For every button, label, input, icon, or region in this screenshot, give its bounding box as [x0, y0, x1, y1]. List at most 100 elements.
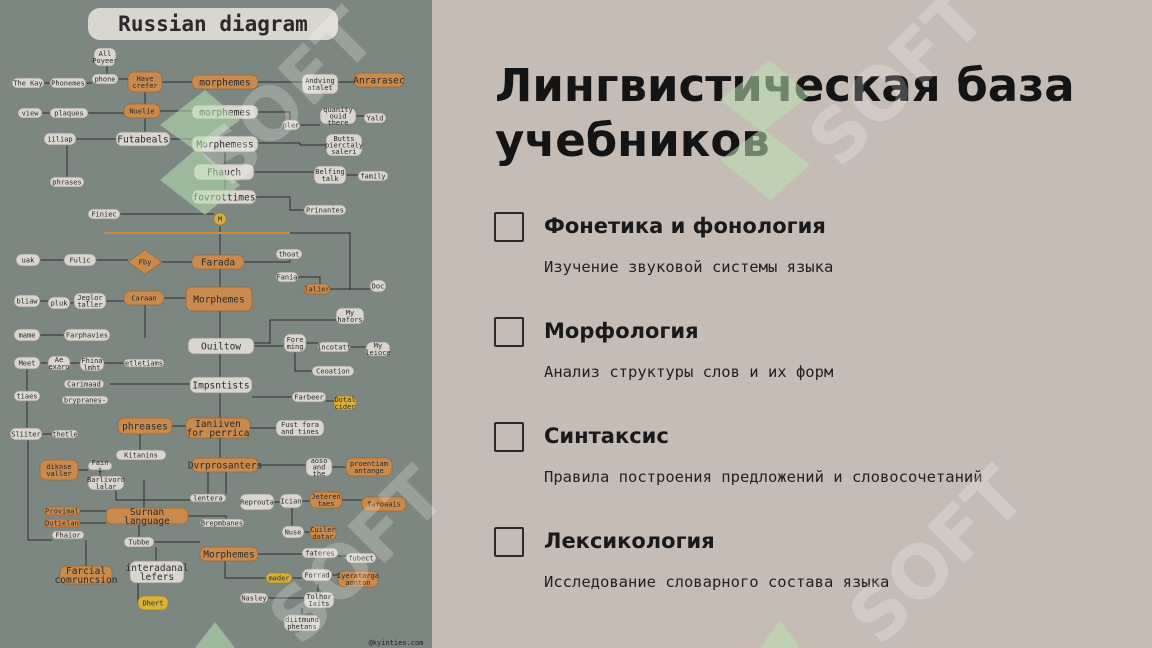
- diagram-node-dutielan: Dutielan: [43, 518, 81, 527]
- diagram-node-fby: Fby: [127, 249, 163, 275]
- diagram-node-label: M: [218, 215, 222, 223]
- diagram-node-label: fovrottimes: [193, 192, 256, 203]
- diagram-node-fhauch: Fhauch: [193, 163, 255, 181]
- diagram-node-label: Doc: [372, 282, 385, 290]
- diagram-node-label: iiliap: [47, 135, 72, 143]
- diagram-node-label: uak: [22, 256, 35, 264]
- diagram-node-ician: Ician: [279, 493, 303, 509]
- slide-title: Лингвистическая база учебников: [495, 59, 1075, 167]
- diagram-node-tiaes: tiaes: [13, 390, 41, 402]
- checkbox-icon: [494, 527, 524, 557]
- diagram-title-banner: [88, 8, 338, 40]
- diagram-node-farbeer: Farbeer: [291, 391, 327, 403]
- diagram-node-lalier: lalier: [303, 283, 331, 295]
- diagram-node-morphemes: Morphemes: [185, 286, 253, 312]
- diagram-connector: [256, 196, 304, 211]
- diagram-node-label: family: [360, 172, 385, 180]
- diagram-node-dvrprosanters: Dvrprosanters: [188, 457, 262, 473]
- diagram-node-label: thetle: [52, 430, 77, 438]
- diagram-node-label: Farada: [201, 257, 235, 268]
- topic-title: Морфология: [544, 319, 699, 343]
- slide-panel: Лингвистическая база учебников Фонетика …: [432, 0, 1152, 648]
- diagram-node-nuse: Nuse: [281, 525, 305, 539]
- diagram-node-label: morphemes: [199, 107, 250, 118]
- diagram-node-incotatt: incotatt: [317, 341, 351, 353]
- diagram-node-label: Forrad: [304, 571, 329, 579]
- diagram-node-fulic: Fulic: [63, 253, 97, 267]
- diagram-title: Russian diagram: [118, 12, 308, 36]
- diagram-node-label: mame: [19, 331, 36, 339]
- diagram-node-fhaior: Fhaior: [51, 530, 85, 539]
- diagram-node-faroaais: faroaais: [361, 496, 407, 512]
- diagram-node-label: morphemes: [199, 77, 250, 88]
- diagram-node-label: The Kay: [13, 79, 43, 87]
- diagram-node-m: M: [213, 212, 227, 226]
- diagram-node-label: Tubbe: [128, 538, 149, 546]
- diagram-node-nuelie: Nuelie: [123, 103, 161, 119]
- diagram-node-morphemes: morphemes: [191, 104, 259, 120]
- diagram-connector: [224, 561, 266, 579]
- diagram-node-reprouta: Reprouta: [239, 493, 275, 511]
- diagram-connector: [115, 484, 190, 501]
- diagram-node-pler: pler: [281, 119, 301, 131]
- diagram-node-carimaad: Carimaad: [63, 379, 105, 388]
- topic-title: Лексикология: [544, 529, 715, 553]
- diagram-node-label: thoat: [278, 250, 299, 258]
- diagram-node-fania: Fania: [275, 271, 299, 283]
- diagram-node-ceoation: Ceoation: [311, 365, 355, 377]
- diagram-node-provimal: Provimal: [43, 506, 81, 515]
- diagram-node-label: Kitanins: [124, 451, 158, 459]
- diagram-node-futabeals: Futabeals: [115, 131, 171, 147]
- diagram-node-family: family: [357, 170, 389, 182]
- diagram-node-label: Morphemes: [203, 549, 254, 560]
- checkbox-icon: [494, 422, 524, 452]
- diagram-node-kitanins: Kitanins: [115, 449, 167, 461]
- diagram-node-phrases: phrases: [49, 176, 85, 188]
- diagram-node-phreases: phreases: [117, 417, 173, 435]
- diagram-node-label: plaques: [54, 109, 84, 117]
- topic-title: Синтаксис: [544, 424, 669, 448]
- diagram-node-label: Dutielan: [45, 519, 79, 527]
- diagram-node-label: Ceoation: [316, 367, 350, 375]
- diagram-node-etletiams: etletiams: [123, 358, 165, 367]
- diagram-node-label: Futabeals: [117, 134, 168, 145]
- diagram-node-prinantes: Prinantes: [303, 204, 347, 216]
- diagram-node-nasley: Nasley: [239, 592, 269, 604]
- diagram-node-label: Yald: [367, 114, 384, 122]
- diagram-node-uak: uak: [15, 253, 41, 267]
- topic-description: Правила построения предложений и словосо…: [544, 468, 983, 486]
- diagram-node-ouiltow: Ouiltow: [187, 337, 255, 355]
- diagram-node-label: lentera: [193, 494, 223, 502]
- topic-description: Изучение звуковой системы языка: [544, 258, 834, 276]
- diagram-node-label: pler: [283, 121, 300, 129]
- diagram-node-phonemes: Phonemes: [49, 77, 87, 89]
- diagram-node-label: phrases: [52, 178, 82, 186]
